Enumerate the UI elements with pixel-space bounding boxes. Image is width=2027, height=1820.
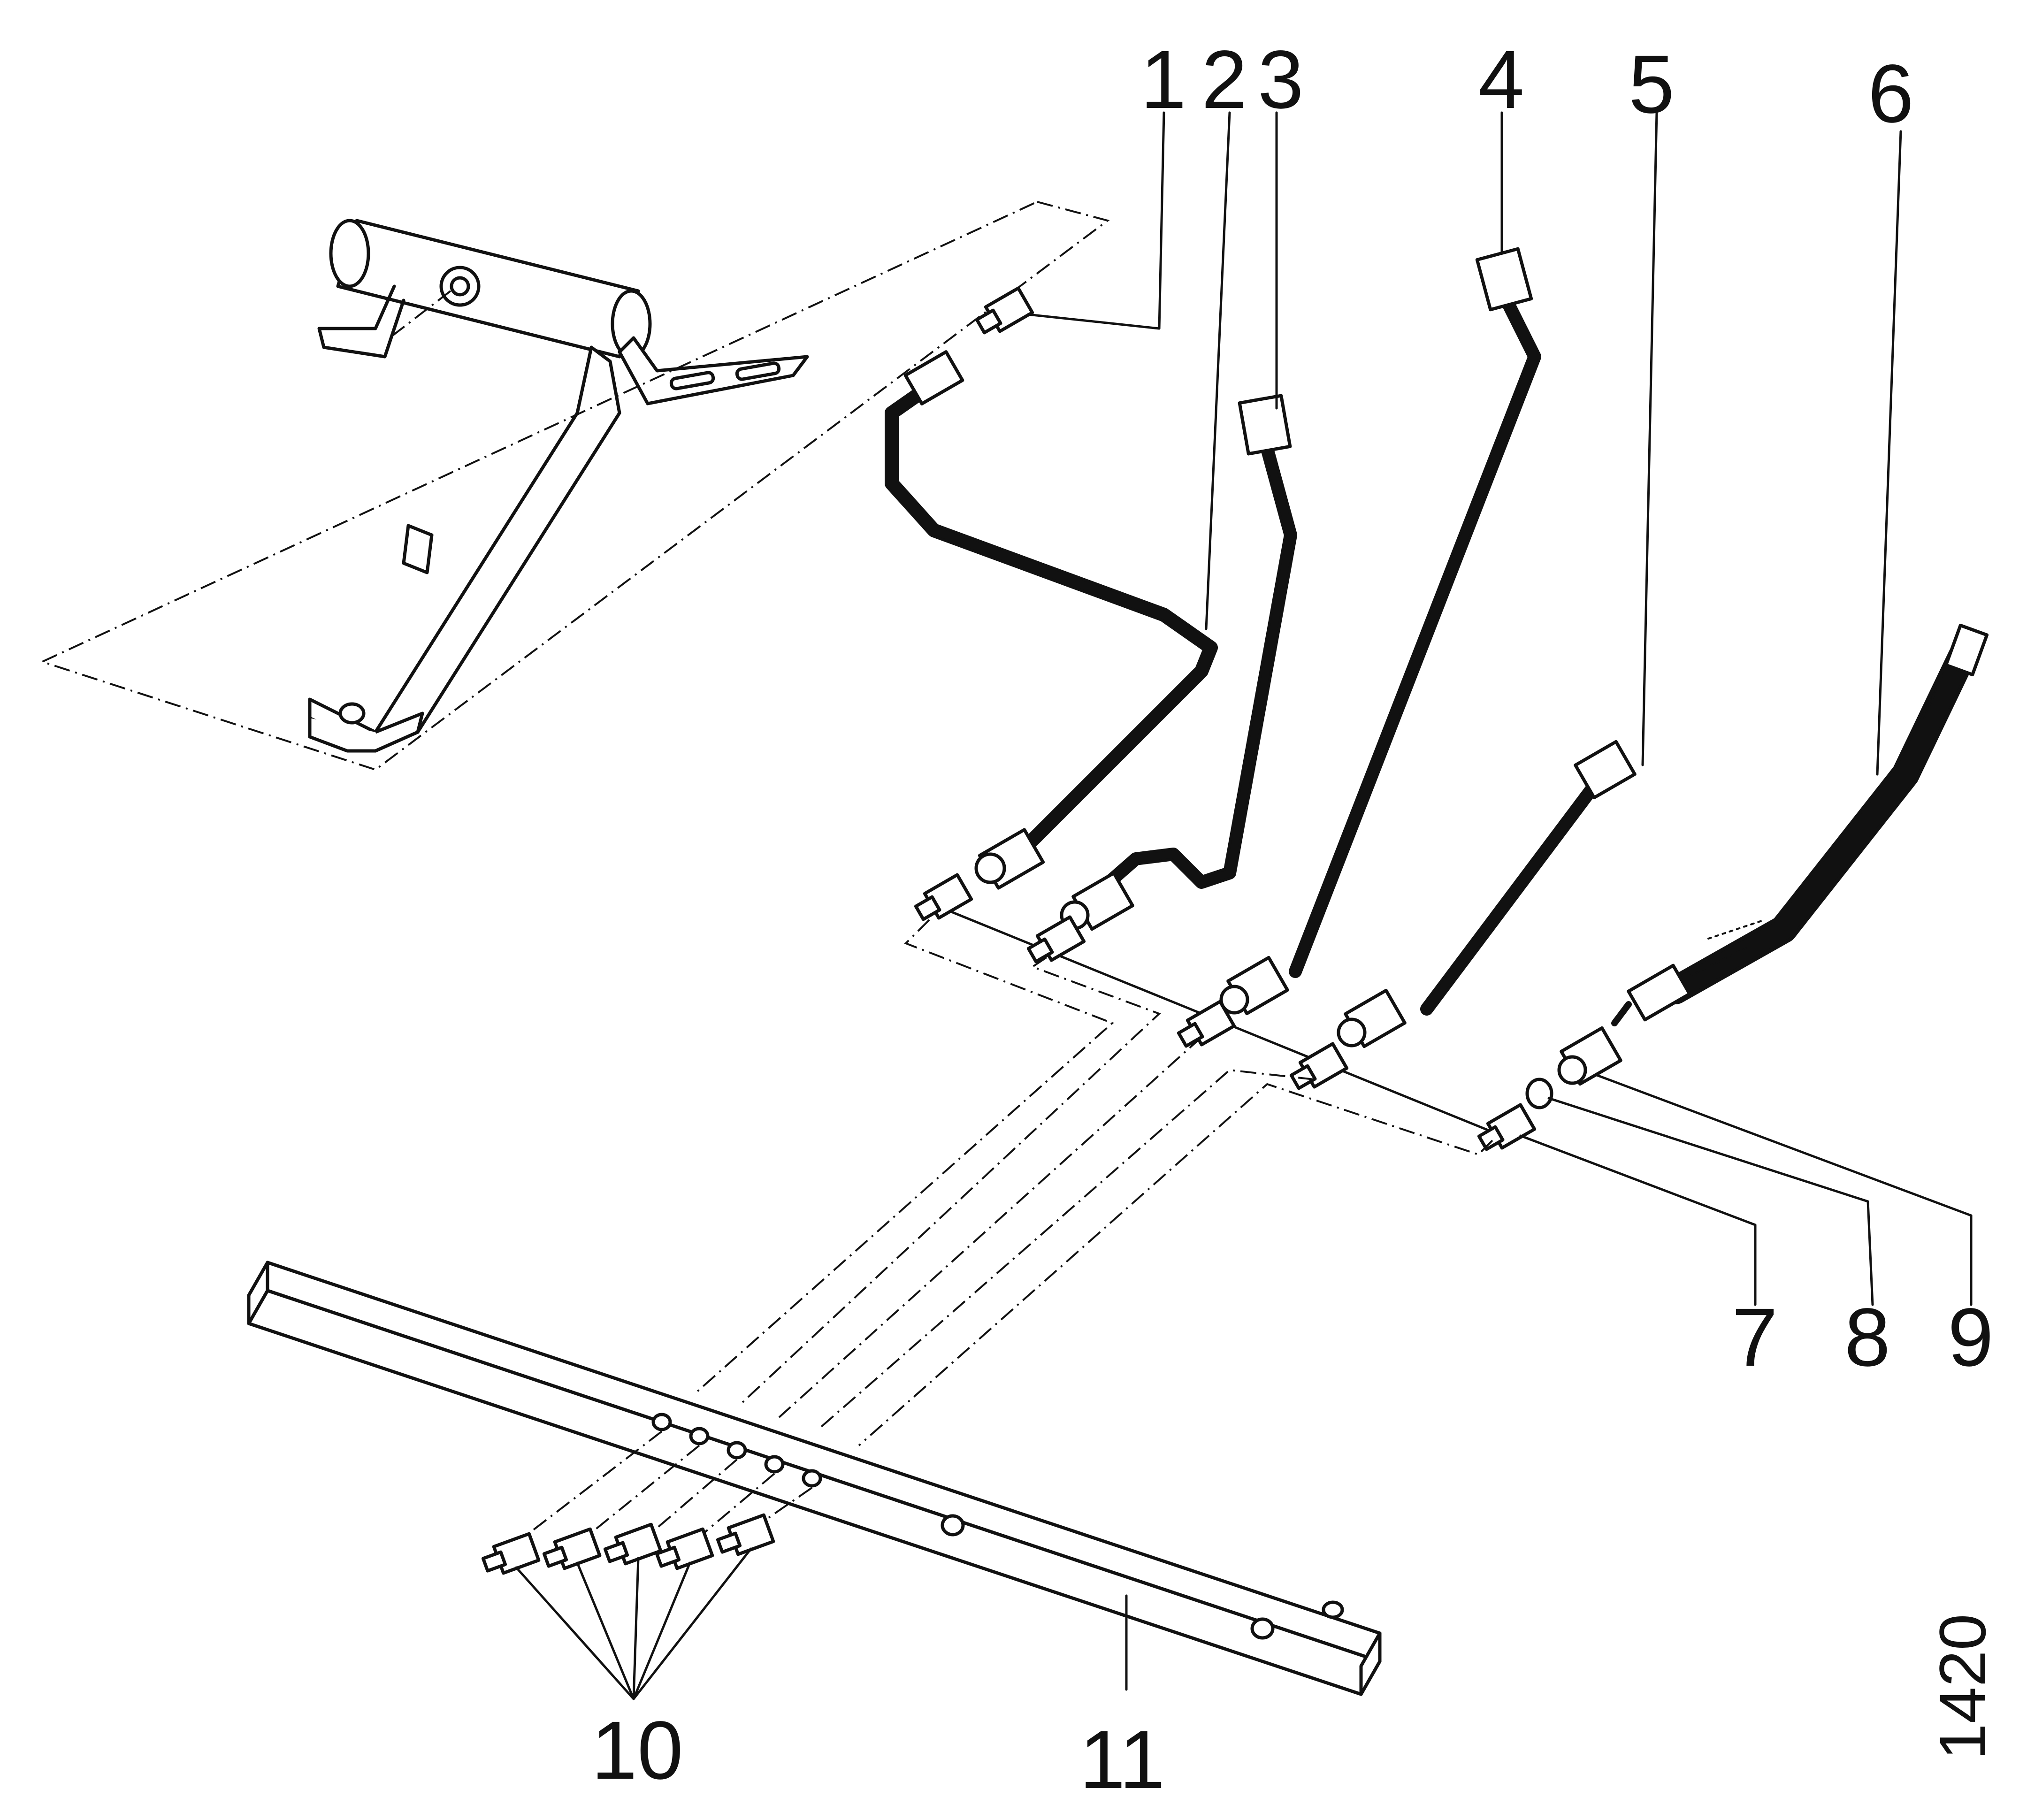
callout-labels: 1 2 3 4 5 6 7 8 9 10 11 [591,34,1994,1806]
callout-11: 11 [1079,1714,1165,1806]
mounting-bracket [308,219,809,753]
fittings-row [914,286,1537,1151]
pipe-4 [1219,247,1541,1016]
callout-10: 10 [591,1705,683,1797]
nipple-route-lines [520,1430,813,1550]
pipe-3 [1060,394,1297,931]
callout-3: 3 [1258,34,1304,126]
pipe-1 [885,350,1218,890]
callout-4: 4 [1478,34,1524,126]
callout-7: 7 [1732,1292,1778,1384]
fitting-route-3 [778,1036,1202,1418]
grease-nipples [481,1513,775,1575]
callout-6: 6 [1868,48,1914,140]
figure-number: 1420 [1926,1614,1999,1760]
fitting-route-4 [820,1069,1315,1428]
washer-8 [1525,1078,1553,1109]
callout-9: 9 [1948,1292,1994,1384]
bracket-connector-line [389,290,451,339]
pipe-5 [1337,740,1637,1048]
fitting-route-5 [858,1083,1493,1446]
callout-5: 5 [1629,38,1675,130]
distribution-rail [247,1261,1382,1696]
hose-6 [1611,623,1989,1026]
callout-2: 2 [1201,34,1247,126]
fitting-route-1 [694,919,1114,1395]
fitting-route-2 [741,956,1161,1404]
callout-1: 1 [1140,34,1186,126]
callout-8: 8 [1844,1292,1890,1384]
leader-lines [515,111,1973,1700]
